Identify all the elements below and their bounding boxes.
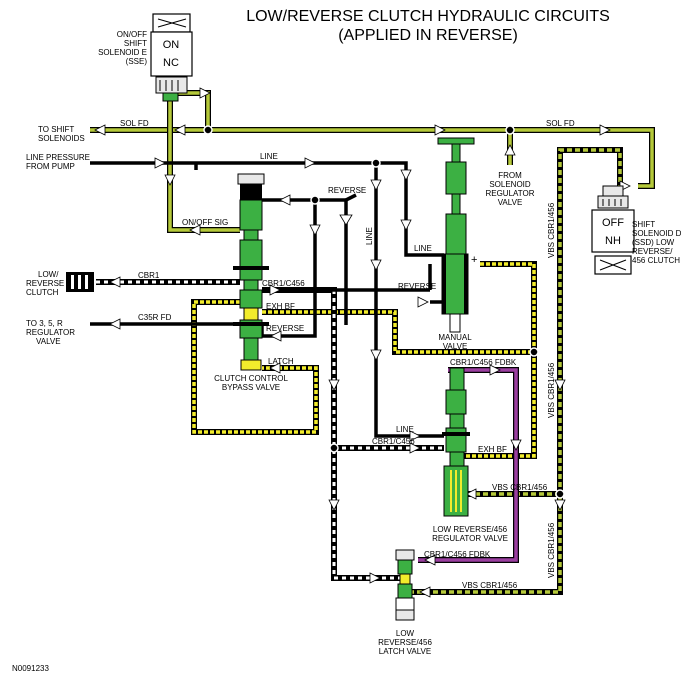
low-reverse-clutch-label-1: LOW/ xyxy=(38,270,59,279)
to-shift-label-1: TO SHIFT xyxy=(38,125,74,134)
vbs-label-vertical-2: VBS CBR1/456 xyxy=(547,362,556,418)
clutch-control-label-2: BYPASS VALVE xyxy=(222,383,280,392)
ssd-label-1: SHIFT xyxy=(632,220,655,229)
cbr1-label: CBR1 xyxy=(138,271,160,280)
latch-valve-label-2: REVERSE/456 xyxy=(378,638,432,647)
line-label-reg: LINE xyxy=(396,425,414,434)
sol-fd-label-right: SOL FD xyxy=(546,119,575,128)
solenoid-e: ON NC xyxy=(150,13,193,102)
low-reverse-456-latch-valve xyxy=(395,549,415,621)
line-label-top: LINE xyxy=(260,152,278,161)
line-pressure-circuit xyxy=(90,161,444,438)
lr456-reg-label-1: LOW REVERSE/456 xyxy=(433,525,508,534)
clutch-control-bypass-valve xyxy=(233,173,269,371)
c35r-fd-label: C35R FD xyxy=(138,313,172,322)
ssd-label-5: 456 CLUTCH xyxy=(632,256,680,265)
ssd-label-2: SOLENOID D xyxy=(632,229,682,238)
to-shift-label-2: SOLENOIDS xyxy=(38,134,85,143)
fdbk-label-bottom: CBR1/C456 FDBK xyxy=(424,550,491,559)
lr456-reg-label-2: REGULATOR VALVE xyxy=(432,534,508,543)
onoff-sig-label: ON/OFF SIG xyxy=(182,218,228,227)
exh-bf-circuit xyxy=(191,261,537,459)
manual-valve-label-2: VALVE xyxy=(443,342,468,351)
sse-label-2: SHIFT xyxy=(124,39,147,48)
solenoid-d: OFF NH xyxy=(591,185,635,275)
from-solenoid-label-3: REGULATOR xyxy=(485,189,534,198)
reverse-label-top: REVERSE xyxy=(328,186,366,195)
exh-bf-label-valve: EXH BF xyxy=(266,302,295,311)
line-label-vertical: LINE xyxy=(365,227,374,245)
from-solenoid-label-2: SOLENOID xyxy=(489,180,531,189)
regulator-label-1: TO 3, 5, R xyxy=(26,319,63,328)
ssd-label-4: REVERSE/ xyxy=(632,247,673,256)
manual-valve-plus: + xyxy=(471,254,477,266)
diagram-subtitle: (APPLIED IN REVERSE) xyxy=(338,27,518,44)
reverse-label-manual: REVERSE xyxy=(398,282,436,291)
ssd-state-top: OFF xyxy=(602,217,624,229)
sol-fd-label-left: SOL FD xyxy=(120,119,149,128)
low-reverse-clutch-symbol xyxy=(66,272,94,292)
latch-label: LATCH xyxy=(268,357,294,366)
from-solenoid-label-1: FROM xyxy=(498,171,522,180)
fdbk-label-top: CBR1/C456 FDBK xyxy=(450,358,517,367)
vbs-label-vertical-1: VBS CBR1/456 xyxy=(547,202,556,258)
vbs-label-vertical-3: VBS CBR1/456 xyxy=(547,522,556,578)
sse-label-4: (SSE) xyxy=(126,57,148,66)
sse-state-top: ON xyxy=(163,39,180,51)
exh-bf-label-reg: EXH BF xyxy=(478,445,507,454)
clutch-control-label-1: CLUTCH CONTROL xyxy=(214,374,288,383)
reverse-label-valve: REVERSE xyxy=(266,324,304,333)
low-reverse-clutch-label-3: CLUTCH xyxy=(26,288,59,297)
line-label-manual: LINE xyxy=(414,244,432,253)
fdbk-circuit xyxy=(418,367,519,563)
cbr1-c456-label-valve: CBR1/C456 xyxy=(262,279,305,288)
diagram-title: LOW/REVERSE CLUTCH HYDRAULIC CIRCUITS xyxy=(246,8,610,25)
low-reverse-clutch-label-2: REVERSE xyxy=(26,279,64,288)
low-reverse-456-regulator-valve xyxy=(442,367,470,517)
vbs-label-reg: VBS CBR1/456 xyxy=(492,483,548,492)
from-solenoid-label-4: VALVE xyxy=(498,198,523,207)
flow-arrows xyxy=(94,87,631,598)
line-pressure-label-1: LINE PRESSURE xyxy=(26,153,90,162)
junction-dots xyxy=(203,125,565,499)
cbr1-c456-label-reg: CBR1/C456 xyxy=(372,437,415,446)
line-pressure-label-2: FROM PUMP xyxy=(26,162,75,171)
sse-label-1: ON/OFF xyxy=(117,30,147,39)
sse-label-3: SOLENOID E xyxy=(98,48,147,57)
regulator-label-3: VALVE xyxy=(36,337,61,346)
figure-id: N0091233 xyxy=(12,664,49,673)
ssd-label-3: (SSD) LOW xyxy=(632,238,675,247)
latch-valve-label-3: LATCH VALVE xyxy=(379,647,431,656)
sse-state-bottom: NC xyxy=(163,57,179,69)
vbs-label-bottom: VBS CBR1/456 xyxy=(462,581,518,590)
vbs-circuit xyxy=(400,147,623,595)
manual-valve-label-1: MANUAL xyxy=(438,333,472,342)
ssd-state-bottom: NH xyxy=(605,235,621,247)
regulator-label-2: REGULATOR xyxy=(26,328,75,337)
manual-valve: + xyxy=(437,137,477,333)
latch-valve-label-1: LOW xyxy=(396,629,415,638)
